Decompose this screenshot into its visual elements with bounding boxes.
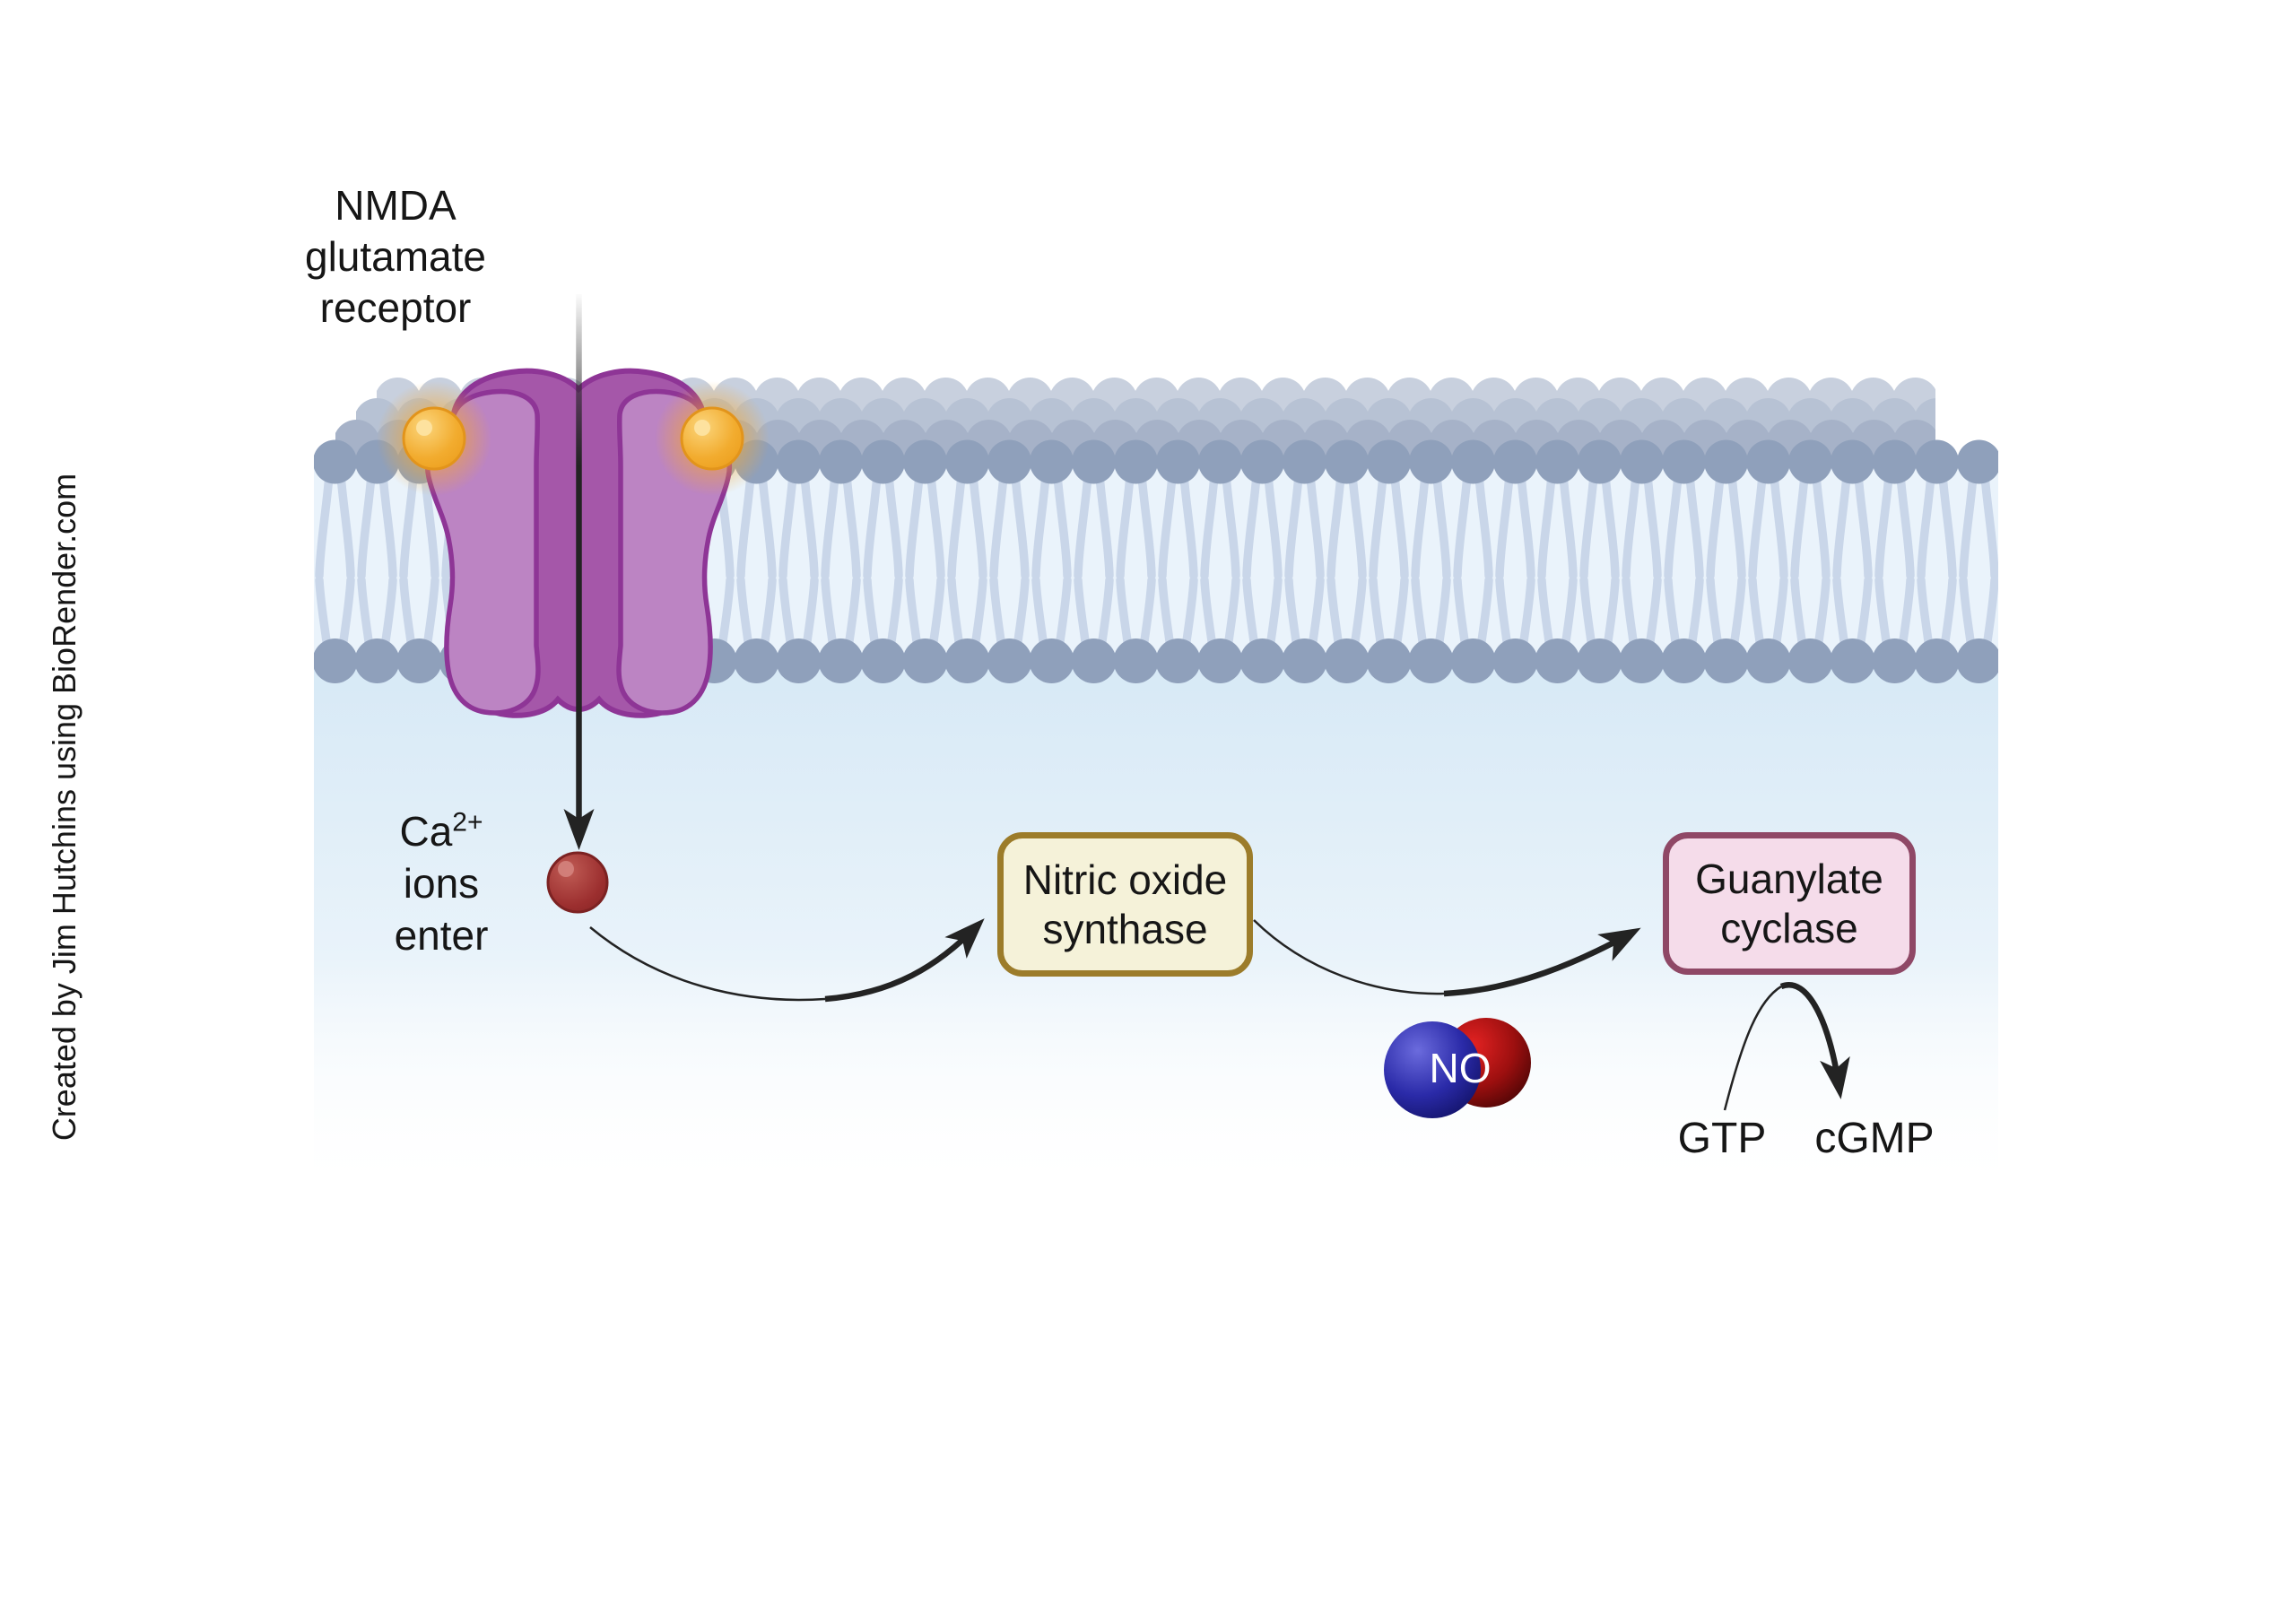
ca-ion: [546, 851, 609, 914]
receptor-title-line2: glutamate: [304, 233, 486, 280]
gc-box-line1: Guanylate: [1695, 855, 1883, 902]
glutamate-molecule-right: [655, 381, 770, 496]
arrow-ca-to-nos: [589, 918, 985, 1003]
receptor-title: NMDA glutamate receptor: [216, 180, 575, 334]
ca-ion-highlight: [558, 861, 574, 877]
ca-ions-label-line3: enter: [394, 912, 489, 959]
no-molecule-label: NO: [1429, 1045, 1492, 1091]
nos-box-line1: Nitric oxide: [1022, 856, 1228, 903]
credit-text: Created by Jim Hutchins using BioRender.…: [46, 473, 83, 1142]
nos-box-line2: synthase: [1042, 905, 1208, 952]
arrow-head-thick: [1779, 982, 1850, 1099]
nitric-oxide-synthase-box: Nitric oxide synthase: [997, 832, 1253, 977]
ca-ion-sphere: [546, 851, 609, 914]
gtp-label: GTP: [1677, 1115, 1767, 1162]
glutamate-highlight: [694, 420, 710, 436]
no-molecule: [1384, 1018, 1531, 1118]
arrow-head-thick: [1443, 927, 1641, 997]
ca-charge: 2+: [452, 807, 483, 838]
glutamate-highlight: [416, 420, 432, 436]
guanylate-cyclase-box: Guanylate cyclase: [1663, 832, 1916, 975]
glutamate-molecule-left: [377, 381, 491, 496]
arrow-tail-thin: [1723, 985, 1782, 1111]
receptor-title-line3: receptor: [319, 284, 472, 331]
arrow-nos-to-gc: [1253, 919, 1641, 997]
cgmp-label: cGMP: [1814, 1115, 1935, 1162]
gc-box-line2: cyclase: [1720, 904, 1858, 951]
receptor-title-line1: NMDA: [335, 182, 457, 229]
arrow-tail-thin: [589, 926, 826, 1002]
arrow-tail-thin: [1253, 919, 1445, 995]
ca-ions-label-line1: Ca2+: [352, 805, 531, 857]
arrow-gtp-to-cgmp: [1723, 982, 1850, 1111]
ca-ions-label: Ca2+ ions enter: [352, 805, 531, 961]
ca-symbol: Ca: [399, 808, 453, 855]
glutamate-sphere: [680, 406, 744, 471]
arrow-head-thick: [824, 918, 985, 1003]
no-nitrogen-sphere: [1384, 1021, 1481, 1118]
glutamate-sphere: [402, 406, 466, 471]
ca-ions-label-line2: ions: [403, 860, 480, 907]
